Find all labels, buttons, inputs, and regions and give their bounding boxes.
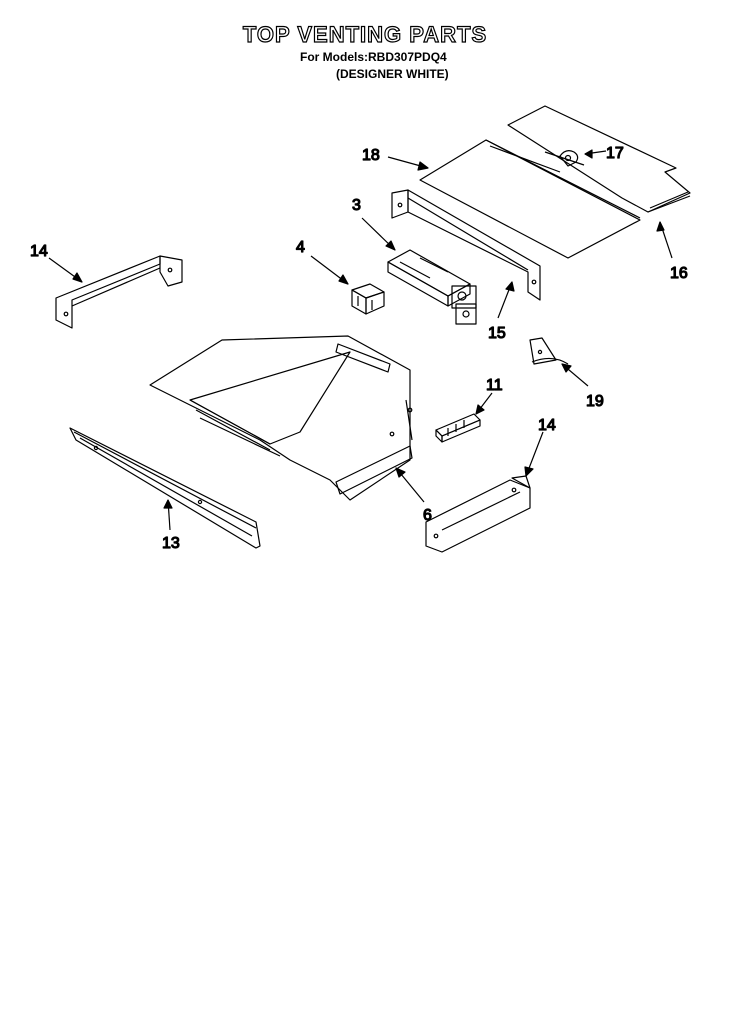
callout-19: 19 (586, 393, 604, 410)
part-18-panel (419, 139, 641, 259)
page-title: TOP VENTING PARTS (242, 21, 488, 47)
part-15-bracket (391, 189, 541, 301)
callout-14-left: 14 (30, 243, 48, 260)
part-14-side-bracket-right (425, 475, 531, 553)
part-4-connector-block (351, 283, 385, 315)
callout-6: 6 (423, 507, 432, 524)
part-14-side-bracket-left (55, 255, 183, 329)
callout-16: 16 (670, 265, 688, 282)
callout-13: 13 (162, 535, 180, 552)
model-variant: (DESIGNER WHITE) (336, 67, 449, 81)
callout-18: 18 (362, 147, 380, 164)
callout-14-right: 14 (538, 417, 556, 434)
part-13-front-trim (69, 427, 261, 549)
part-11-terminal-block (435, 413, 481, 443)
part-3-switch-assembly (387, 249, 477, 325)
callout-3: 3 (352, 197, 361, 214)
callout-4: 4 (296, 239, 305, 256)
part-16-top-panel (507, 105, 691, 213)
model-number: For Models:RBD307PDQ4 (300, 50, 447, 64)
part-6-vent-duct (149, 335, 413, 501)
part-17-clip (544, 150, 585, 167)
leader-lines (48, 149, 673, 531)
callout-17: 17 (606, 145, 624, 162)
part-19-small-bracket (529, 337, 569, 365)
callout-11: 11 (486, 377, 503, 394)
callout-15: 15 (488, 325, 506, 342)
